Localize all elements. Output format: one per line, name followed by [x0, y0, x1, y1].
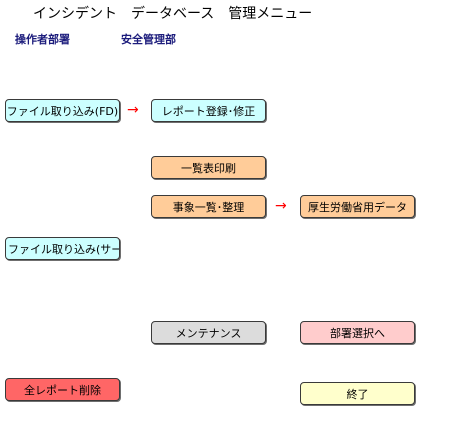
mhlw-data-button[interactable]: 厚生労働省用データ [300, 195, 415, 218]
exit-button[interactable]: 終了 [300, 382, 415, 405]
page-title: インシデント データベース 管理メニュー [33, 6, 313, 22]
arrow-right-icon: → [275, 198, 287, 214]
list-print-button[interactable]: 一覧表印刷 [151, 156, 266, 179]
import-fd-button[interactable]: ファイル取り込み(FD) [5, 99, 120, 122]
case-list-button[interactable]: 事象一覧･整理 [151, 195, 266, 218]
delete-all-reports-button[interactable]: 全レポート削除 [5, 378, 120, 401]
import-server-button[interactable]: ファイル取り込み(サーバ) [5, 237, 120, 260]
department-name: 安全管理部 [121, 33, 176, 46]
arrow-right-icon: → [127, 102, 139, 118]
report-edit-button[interactable]: レポート登録･修正 [151, 99, 266, 122]
maintenance-button[interactable]: メンテナンス [151, 321, 266, 344]
operator-department-label: 操作者部署 [15, 33, 70, 46]
select-department-button[interactable]: 部署選択へ [300, 321, 415, 344]
